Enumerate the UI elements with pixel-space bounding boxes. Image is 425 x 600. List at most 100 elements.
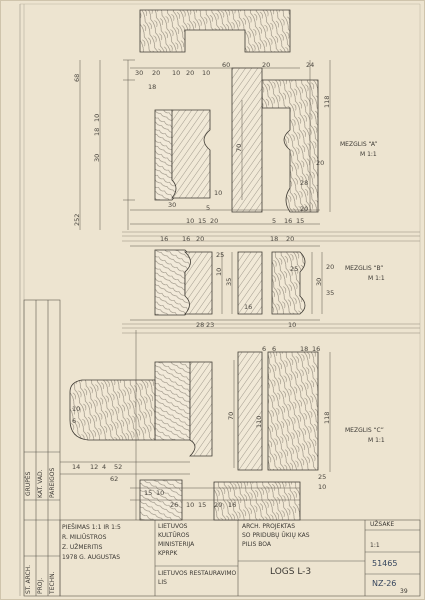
dim-label: 60 bbox=[222, 61, 231, 69]
stamp-row: PROJ. bbox=[37, 577, 44, 594]
stamp-header: KAT. VAD. bbox=[37, 469, 44, 498]
section-c-label: MEZGLIS “C” bbox=[345, 427, 384, 434]
dim-label: 20 bbox=[210, 217, 219, 225]
section-a-scale: M 1:1 bbox=[360, 151, 377, 158]
dim-label: 20 bbox=[196, 235, 205, 243]
dim-label: 10 bbox=[172, 69, 181, 77]
renovation-line: LIETUVOS RESTAURAVIMO bbox=[158, 570, 237, 577]
dim-label: 10 bbox=[202, 69, 211, 77]
stamp-header: GRUPĖS bbox=[25, 471, 32, 496]
dim-label: 6 bbox=[262, 345, 267, 353]
stamp-header: PAREIGOS bbox=[49, 467, 56, 498]
dim-label: 16 bbox=[244, 303, 253, 311]
author-line: R. MILIŪSTROS bbox=[62, 534, 107, 541]
section-c-profile bbox=[69, 351, 319, 521]
dim-label: 10 bbox=[93, 113, 101, 122]
dim-label: 15 bbox=[198, 217, 207, 225]
dim-label: 20 bbox=[214, 501, 223, 509]
author-line: PIEŠIMAS 1:1 IR 1:5 bbox=[62, 524, 121, 531]
dim-label: 5 bbox=[272, 217, 277, 225]
section-b-label: MEZGLIS “B” bbox=[345, 265, 384, 272]
page-mark: 39 bbox=[400, 588, 408, 595]
section-break-lines bbox=[122, 231, 420, 334]
dim-label: 25 bbox=[290, 265, 299, 273]
dim-label: 35 bbox=[225, 277, 233, 286]
author-line: Z. UŽMERITIS bbox=[62, 544, 103, 551]
title-block-lines bbox=[59, 519, 421, 597]
dim-label: 16 bbox=[228, 501, 237, 509]
renovation-line: LIS bbox=[158, 579, 167, 586]
dim-label: 25 bbox=[216, 251, 225, 259]
dim-label: 118 bbox=[323, 411, 331, 424]
dim-label: 62 bbox=[110, 475, 119, 483]
side-stamp bbox=[23, 299, 61, 597]
order-header: UŽSAKE bbox=[370, 521, 395, 528]
project-line: PILIS BOA bbox=[242, 541, 271, 548]
project-line: ARCH. PROJEKTAS bbox=[242, 523, 296, 530]
institute-line: LIETUVOS bbox=[158, 523, 188, 530]
dim-label: 52 bbox=[114, 463, 123, 471]
dim-label: 30 bbox=[168, 201, 177, 209]
dim-label: 15 bbox=[296, 217, 305, 225]
dim-label: 6 bbox=[272, 345, 277, 353]
dim-label: 24 bbox=[306, 61, 315, 69]
scale-value: 1:1 bbox=[370, 542, 380, 549]
dim-label: 20 bbox=[152, 69, 161, 77]
dimension-lines bbox=[60, 59, 331, 520]
dim-label: 252 bbox=[73, 213, 81, 226]
section-a-label: MEZGLIS “A” bbox=[340, 141, 378, 148]
institute-line: KPRPK bbox=[158, 550, 178, 557]
dim-label: 5 bbox=[206, 204, 211, 212]
dim-label: 10 bbox=[72, 405, 81, 413]
dim-label: 4 bbox=[102, 463, 107, 471]
dim-label: 68 bbox=[73, 73, 81, 82]
dim-label: 12 bbox=[90, 463, 99, 471]
section-b-scale: M 1:1 bbox=[368, 275, 385, 282]
institute-line: KULTŪROS bbox=[158, 532, 190, 539]
dim-label: 20 bbox=[300, 205, 309, 213]
dim-label: 20 bbox=[326, 263, 335, 271]
dim-label: 30 bbox=[93, 153, 101, 162]
dim-label: 110 bbox=[255, 415, 263, 428]
dim-label: 28 bbox=[196, 321, 205, 329]
dim-label: 16 bbox=[312, 345, 321, 353]
dim-label: 118 bbox=[323, 95, 331, 108]
dim-label: 16 bbox=[160, 235, 169, 243]
dim-label: 20 bbox=[286, 235, 295, 243]
section-b-profile bbox=[154, 249, 306, 316]
stamp-row: ST. ARCH. bbox=[25, 564, 32, 594]
dim-label: 35 bbox=[326, 289, 335, 297]
section-c-scale: M 1:1 bbox=[368, 437, 385, 444]
stamp-row: TECHN. bbox=[49, 571, 56, 594]
dim-label: 18 bbox=[148, 83, 157, 91]
dim-label: 16 bbox=[182, 235, 191, 243]
dim-label: 10 bbox=[186, 217, 195, 225]
dim-label: 10 bbox=[318, 483, 327, 491]
institute-line: MINISTERIJA bbox=[158, 541, 195, 548]
dim-label: 10 bbox=[288, 321, 297, 329]
dim-label: 15 bbox=[144, 489, 153, 497]
dim-label: 70 bbox=[227, 411, 235, 420]
section-a-profile bbox=[139, 9, 319, 213]
dim-label: 20 bbox=[316, 159, 325, 167]
dim-label: 15 bbox=[198, 501, 207, 509]
dim-label: 30 bbox=[135, 69, 144, 77]
project-line: SO PRIDUBŲ ŪKIŲ KAS bbox=[242, 532, 310, 539]
drawing-title: LOGS L-3 bbox=[270, 567, 312, 577]
dim-label: 20 bbox=[262, 61, 271, 69]
author-line: 1978 G. AUGUSTAS bbox=[62, 554, 121, 561]
dim-label: 26 bbox=[170, 501, 179, 509]
dim-label: 18 bbox=[270, 235, 279, 243]
dim-label: 70 bbox=[235, 143, 243, 152]
dim-label: 10 bbox=[214, 189, 223, 197]
dim-label: 10 bbox=[156, 489, 165, 497]
dim-label: 10 bbox=[186, 501, 195, 509]
dim-label: 23 bbox=[206, 321, 215, 329]
dim-label: 28 bbox=[300, 179, 309, 187]
dim-label: 18 bbox=[300, 345, 309, 353]
dim-label: 16 bbox=[284, 217, 293, 225]
drawing-number: 51465 bbox=[372, 559, 398, 568]
dim-label: 10 bbox=[215, 267, 223, 276]
